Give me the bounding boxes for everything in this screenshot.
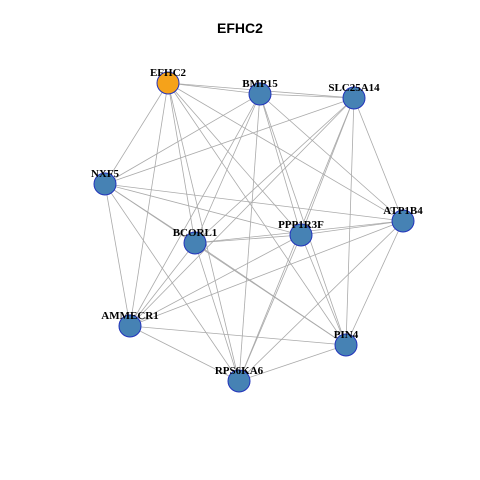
edge-ppp1r3f-pin4 (300, 234, 347, 346)
edge-bcorl1-rps6ka6 (194, 242, 240, 382)
edge-ppp1r3f-rps6ka6 (238, 234, 302, 382)
edge-nxf5-atp1b4 (104, 183, 404, 222)
edge-slc25a14-atp1b4 (353, 97, 404, 222)
node-atp1b4 (391, 209, 415, 233)
node-bcorl1 (183, 231, 207, 255)
edge-efhc2-rps6ka6 (167, 82, 240, 382)
edge-ammecr1-rps6ka6 (129, 325, 240, 382)
node-pin4 (334, 333, 358, 357)
edge-ammecr1-pin4 (129, 325, 347, 346)
edge-efhc2-atp1b4 (167, 82, 404, 222)
edge-atp1b4-ppp1r3f (300, 220, 404, 236)
edge-slc25a14-ppp1r3f (300, 97, 355, 236)
node-label-pin4: PIN4 (334, 329, 359, 341)
edge-nxf5-rps6ka6 (104, 183, 240, 382)
edge-efhc2-ppp1r3f (167, 82, 302, 236)
node-ammecr1 (118, 314, 142, 338)
node-ppp1r3f (289, 223, 313, 247)
edge-bmp15-pin4 (259, 93, 347, 346)
node-label-atp1b4: ATP1B4 (383, 205, 423, 217)
edge-atp1b4-rps6ka6 (238, 220, 404, 382)
node-label-ppp1r3f: PPP1R3F (278, 219, 324, 231)
node-rps6ka6 (227, 369, 251, 393)
edge-efhc2-ammecr1 (129, 82, 169, 327)
node-efhc2 (156, 71, 180, 95)
graph-title: EFHC2 (217, 20, 263, 36)
node-layer (93, 71, 415, 393)
node-label-nxf5: NXF5 (91, 168, 120, 180)
node-label-rps6ka6: RPS6KA6 (215, 365, 264, 377)
edge-atp1b4-pin4 (345, 220, 404, 346)
edge-bmp15-slc25a14 (259, 93, 355, 99)
edge-efhc2-bmp15 (167, 82, 261, 95)
edge-ppp1r3f-ammecr1 (129, 234, 302, 327)
node-label-efhc2: EFHC2 (150, 67, 187, 79)
edge-bcorl1-pin4 (194, 242, 347, 346)
edge-bmp15-nxf5 (104, 93, 261, 185)
edge-nxf5-ppp1r3f (104, 183, 302, 236)
edge-slc25a14-ammecr1 (129, 97, 355, 327)
edge-ppp1r3f-bcorl1 (194, 234, 302, 244)
edge-slc25a14-bcorl1 (194, 97, 355, 244)
edge-bmp15-ammecr1 (129, 93, 261, 327)
node-slc25a14 (342, 86, 366, 110)
edge-slc25a14-nxf5 (104, 97, 355, 185)
node-label-bcorl1: BCORL1 (173, 227, 218, 239)
edge-efhc2-pin4 (167, 82, 347, 346)
edge-efhc2-bcorl1 (167, 82, 196, 244)
edge-efhc2-nxf5 (104, 82, 169, 185)
node-label-bmp15: BMP15 (242, 78, 278, 90)
node-bmp15 (248, 82, 272, 106)
edge-slc25a14-pin4 (345, 97, 355, 346)
edge-bmp15-atp1b4 (259, 93, 404, 222)
edge-layer (104, 82, 404, 382)
edge-bcorl1-ammecr1 (129, 242, 196, 327)
node-label-slc25a14: SLC25A14 (328, 82, 380, 94)
node-label-ammecr1: AMMECR1 (101, 310, 158, 322)
edge-bmp15-bcorl1 (194, 93, 261, 244)
edge-atp1b4-ammecr1 (129, 220, 404, 327)
edge-nxf5-ammecr1 (104, 183, 131, 327)
node-nxf5 (93, 172, 117, 196)
edge-pin4-rps6ka6 (238, 344, 347, 382)
